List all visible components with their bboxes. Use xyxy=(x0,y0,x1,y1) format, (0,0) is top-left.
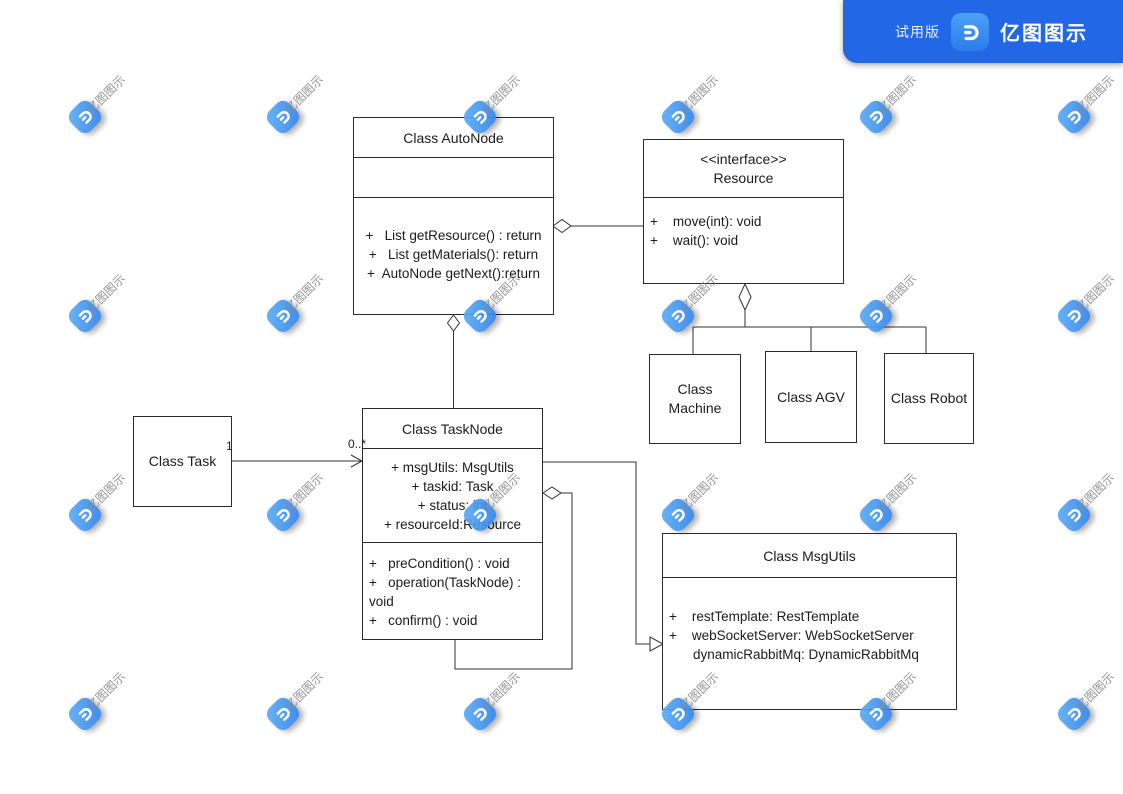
link-tasknode-msgutils xyxy=(543,461,665,652)
attributes-compartment: + msgUtils: MsgUtils + taskid: Task + st… xyxy=(363,449,542,543)
method: + AutoNode getNext():return xyxy=(367,266,540,281)
trial-banner: 试用版 亿图图示 xyxy=(843,0,1123,63)
class-box-msgutils[interactable]: Class MsgUtils + restTemplate: RestTempl… xyxy=(662,533,957,710)
method: + preCondition() : void xyxy=(369,556,510,571)
class-box-task[interactable]: Class Task xyxy=(133,416,232,507)
class-title: Class TaskNode xyxy=(363,409,542,449)
aggregation-diamond-icon xyxy=(446,314,461,332)
aggregation-autonode-tasknode xyxy=(446,314,461,408)
attribute: + taskid: Task xyxy=(411,479,494,494)
methods-compartment: + move(int): void + wait(): void xyxy=(644,198,843,283)
class-title: <<interface>> Resource xyxy=(644,140,843,198)
class-box-autonode[interactable]: Class AutoNode + List getResource() : re… xyxy=(353,117,554,315)
aggregation-autonode-resource xyxy=(552,218,643,234)
aggregation-diamond-icon xyxy=(542,486,562,500)
attribute: + status: int xyxy=(417,498,488,513)
stereotype: <<interface>> xyxy=(700,150,787,167)
class-title: Class AGV xyxy=(777,388,845,405)
aggregation-resource-children xyxy=(692,282,927,354)
attributes-compartment: + restTemplate: RestTemplate + webSocket… xyxy=(663,578,956,709)
attribute: + webSocketServer: WebSocketServer xyxy=(669,628,914,643)
trial-label: 试用版 xyxy=(895,23,940,40)
attribute: + resourceId:Resource xyxy=(384,517,521,532)
method: + List getMaterials(): return xyxy=(368,247,539,262)
attribute: + msgUtils: MsgUtils xyxy=(391,460,514,475)
methods-compartment: + List getResource() : return + List get… xyxy=(354,198,553,314)
method: + wait(): void xyxy=(650,233,739,248)
class-title: Class Machine xyxy=(668,381,722,416)
hollow-triangle-icon xyxy=(649,636,665,652)
association-task-tasknode xyxy=(231,454,364,468)
method: + List getResource() : return xyxy=(365,228,542,243)
attributes-compartment-empty xyxy=(354,158,553,198)
class-box-machine[interactable]: Class Machine xyxy=(649,354,741,444)
interface-name: Resource xyxy=(713,169,774,186)
attribute: + restTemplate: RestTemplate xyxy=(669,609,860,624)
aggregation-diamond-icon xyxy=(552,218,572,234)
methods-compartment: + preCondition() : void + operation(Task… xyxy=(363,543,542,639)
multiplicity-label-tasknode-end: 0..* xyxy=(348,437,367,451)
class-box-robot[interactable]: Class Robot xyxy=(884,353,974,444)
method: + operation(TaskNode) : void xyxy=(369,575,525,609)
self-aggregation-tasknode xyxy=(454,486,573,670)
aggregation-diamond-icon xyxy=(738,282,752,312)
class-title: Class AutoNode xyxy=(354,118,553,158)
edraw-logo-icon xyxy=(951,12,989,51)
brand-name: 亿图图示 xyxy=(1000,23,1088,45)
class-title: Class Task xyxy=(148,453,217,469)
interface-box-resource[interactable]: <<interface>> Resource + move(int): void… xyxy=(643,139,844,284)
class-box-agv[interactable]: Class AGV xyxy=(765,351,857,443)
class-title: Class Robot xyxy=(890,390,968,406)
method: + move(int): void xyxy=(650,214,762,229)
multiplicity-label-task-end: 1 xyxy=(226,439,233,453)
method: + confirm() : void xyxy=(369,613,478,628)
attribute: dynamicRabbitMq: DynamicRabbitMq xyxy=(693,647,919,662)
class-box-tasknode[interactable]: Class TaskNode + msgUtils: MsgUtils + ta… xyxy=(362,408,543,640)
class-title: Class MsgUtils xyxy=(663,534,956,578)
